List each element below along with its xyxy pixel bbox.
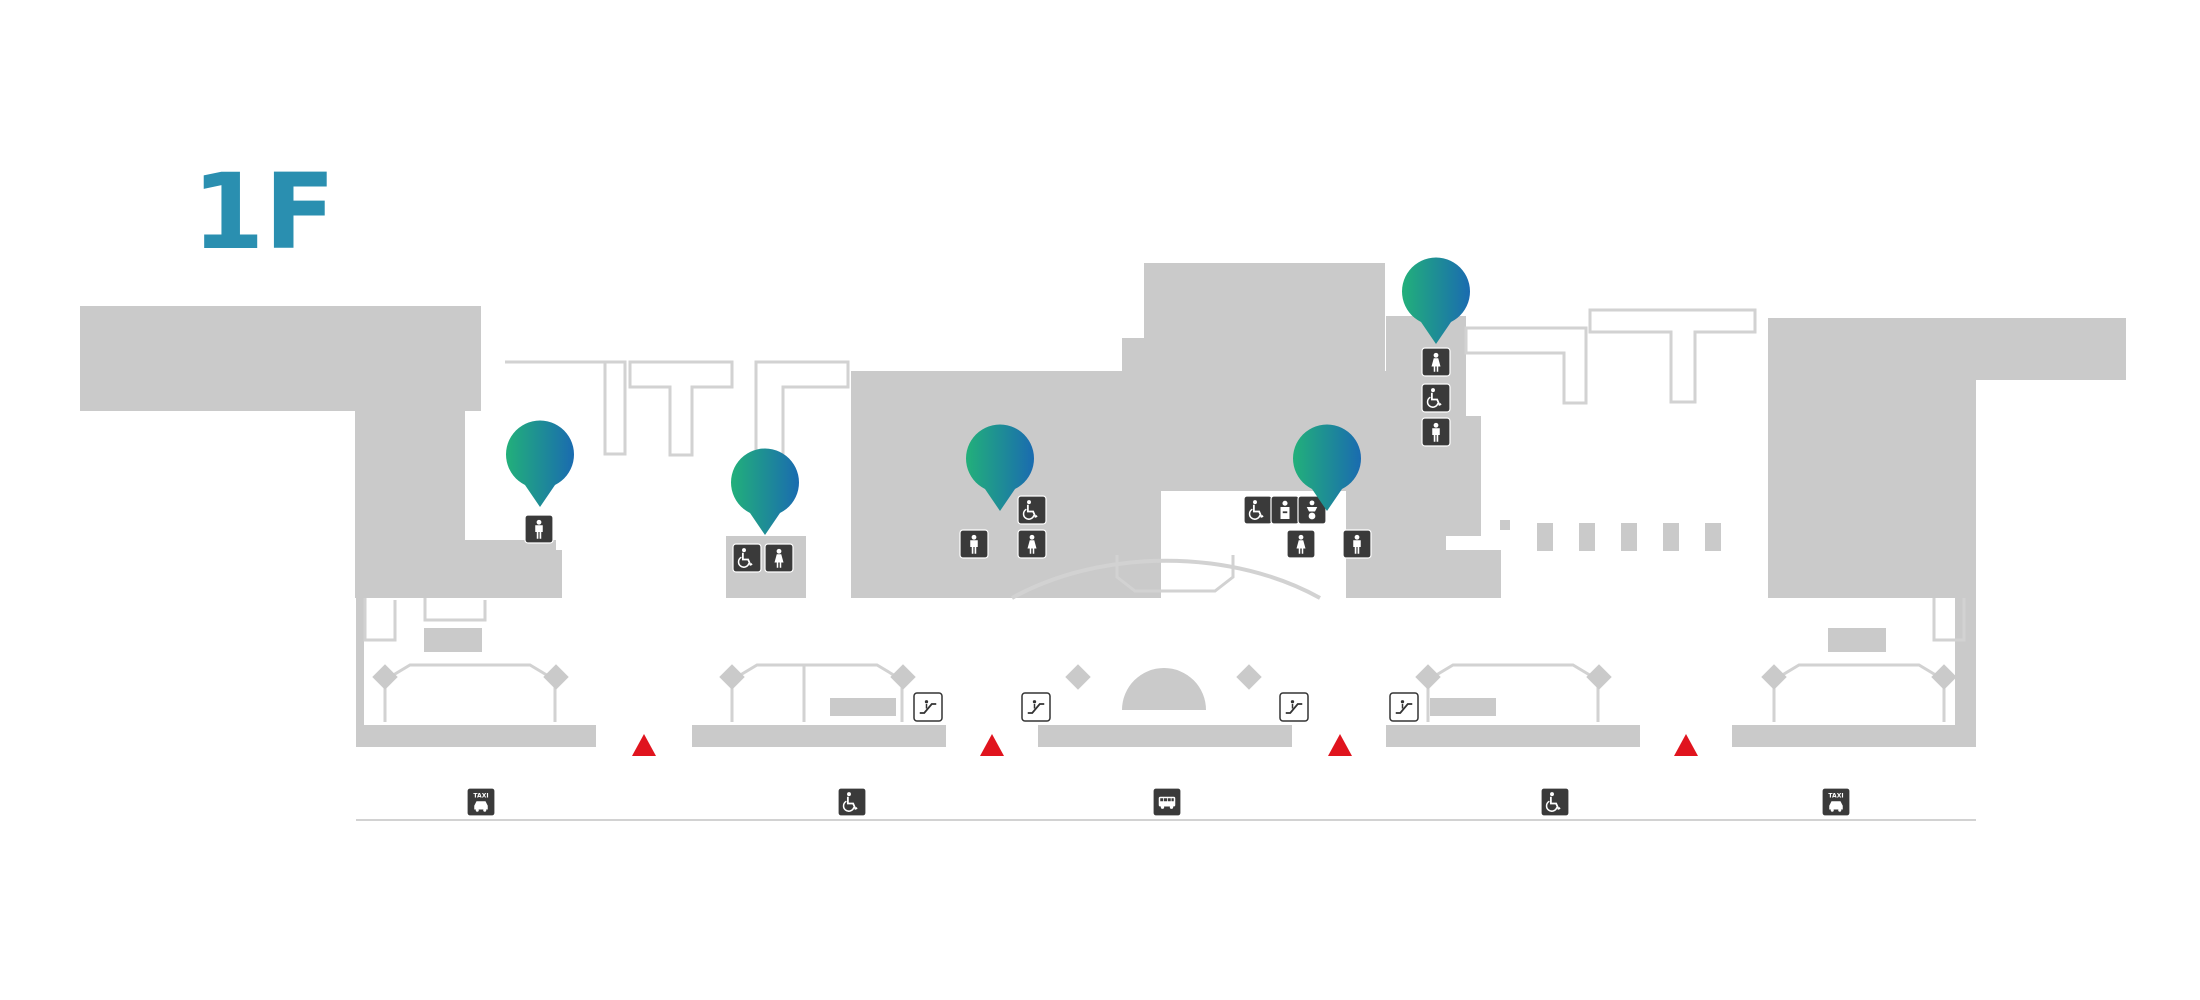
restroom-pin-1[interactable]: [506, 420, 574, 507]
wheelchair-icon[interactable]: [1017, 495, 1047, 525]
accessible-parking-left[interactable]: [837, 787, 867, 817]
taxi-stand-right[interactable]: [1821, 787, 1851, 817]
restroom-pin-4[interactable]: [1293, 424, 1361, 511]
woman-icon[interactable]: [1421, 347, 1451, 377]
wheelchair-icon[interactable]: [1243, 495, 1273, 525]
man-icon[interactable]: [959, 529, 989, 559]
man-icon[interactable]: [524, 514, 554, 544]
entrance-marker: [632, 734, 656, 756]
restroom-pin-5[interactable]: [1402, 257, 1471, 344]
ostomate-icon[interactable]: [1270, 495, 1300, 525]
baby-changing-icon[interactable]: [1297, 495, 1327, 525]
woman-icon[interactable]: [764, 543, 794, 573]
escalator-icon[interactable]: [1279, 692, 1309, 722]
escalator-icon[interactable]: [913, 692, 943, 722]
restroom-pin-2[interactable]: [731, 448, 799, 535]
woman-icon[interactable]: [1286, 529, 1316, 559]
woman-icon[interactable]: [1017, 529, 1047, 559]
floor-label: 1F: [192, 151, 336, 273]
man-icon[interactable]: [1421, 417, 1451, 447]
entrance-marker: [1328, 734, 1352, 756]
accessible-parking-right[interactable]: [1540, 787, 1570, 817]
escalator-icon[interactable]: [1021, 692, 1051, 722]
entrance-marker: [1674, 734, 1698, 756]
man-icon[interactable]: [1342, 529, 1372, 559]
bus-stop[interactable]: [1152, 787, 1182, 817]
wheelchair-icon[interactable]: [732, 543, 762, 573]
escalator-icon[interactable]: [1389, 692, 1419, 722]
restroom-pin-3[interactable]: [966, 424, 1034, 511]
taxi-stand-left[interactable]: [466, 787, 496, 817]
entrance-marker: [980, 734, 1004, 756]
wheelchair-icon[interactable]: [1421, 383, 1451, 413]
